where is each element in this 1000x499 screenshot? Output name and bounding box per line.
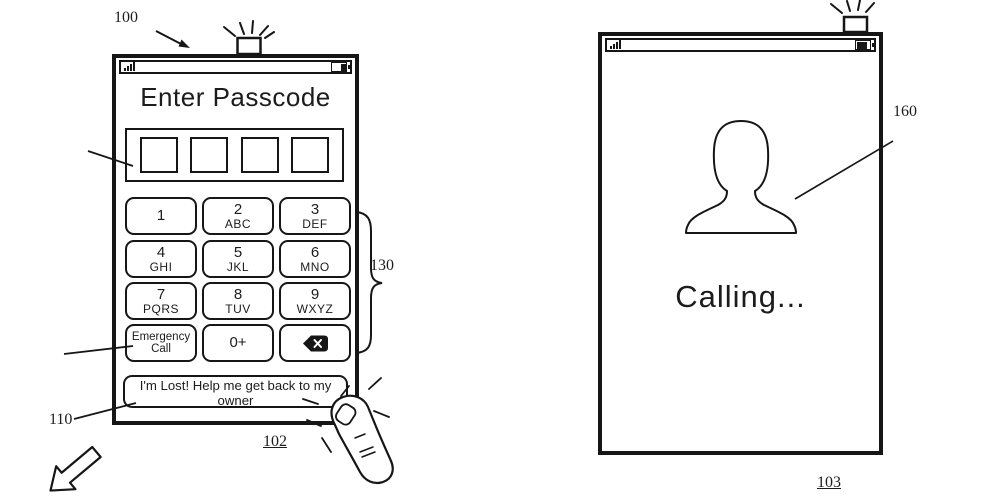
lost-message-banner[interactable]: I'm Lost! Help me get back to my owner (123, 375, 348, 408)
finger-creases (354, 433, 376, 458)
battery-icon (331, 62, 350, 72)
backspace-icon (302, 335, 328, 351)
status-bar (119, 60, 352, 74)
calling-status-text: Calling... (675, 279, 806, 314)
key-1[interactable]: 1 (125, 197, 197, 235)
ref-100-arrow (155, 30, 190, 48)
passcode-slot (240, 137, 279, 173)
ref-label-160: 160 (893, 103, 917, 120)
signal-strength-icon (610, 40, 621, 49)
backspace-key[interactable] (279, 324, 351, 362)
flash-alert-icon (223, 20, 275, 56)
flash-alert-icon (830, 0, 875, 34)
passcode-slot (291, 137, 330, 173)
passcode-slot (139, 137, 178, 173)
ref-label-130: 130 (370, 257, 394, 274)
ref-label-110: 110 (49, 411, 73, 428)
keypad-brace (355, 211, 383, 354)
passcode-slot (190, 137, 229, 173)
status-bar (605, 38, 876, 52)
signal-strength-icon (124, 62, 135, 71)
phone-right-device: Calling... (598, 32, 883, 455)
page-title: Enter Passcode (140, 82, 331, 112)
ref-label-103: 103 (817, 474, 841, 491)
battery-icon (855, 40, 874, 50)
direction-arrow (49, 445, 102, 492)
ref-label-100: 100 (114, 9, 138, 26)
ref-label-102: 102 (263, 433, 287, 450)
passcode-display (125, 128, 344, 182)
key-0[interactable]: 0+ (202, 324, 274, 362)
